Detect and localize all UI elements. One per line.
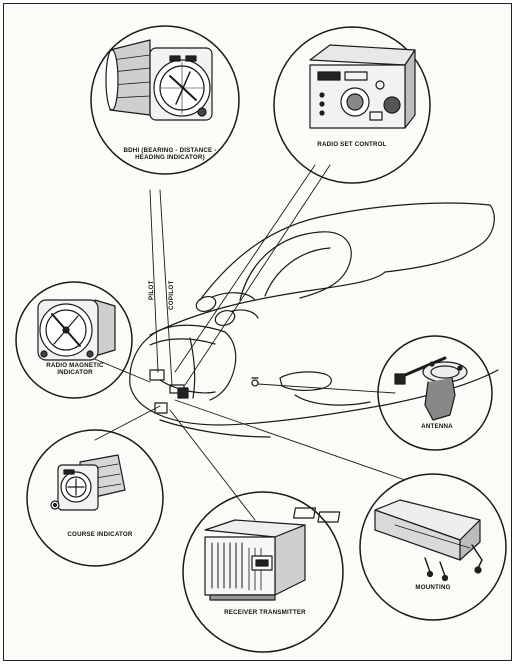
mounting-drawing bbox=[293, 499, 483, 582]
callout-receiver-transmitter bbox=[182, 491, 344, 653]
rmi-instrument-drawing bbox=[37, 299, 116, 361]
exhaust-pipes bbox=[195, 292, 259, 327]
cockpit-installed-units bbox=[149, 369, 259, 414]
callout-bdhi bbox=[90, 25, 240, 175]
leader-lines bbox=[84, 164, 406, 521]
receiver-transmitter-label: RECEIVER TRANSMITTER bbox=[224, 609, 306, 616]
copilot-label: COPILOT bbox=[168, 280, 175, 310]
receiver-transmitter-drawing bbox=[204, 519, 306, 601]
bdhi-label: BDHI (BEARING - DISTANCE - HEADING INDIC… bbox=[123, 147, 217, 161]
mounting-label: MOUNTING bbox=[415, 584, 451, 591]
course-indicator-drawing bbox=[50, 454, 126, 511]
radio-set-control-label: RADIO SET CONTROL bbox=[317, 141, 387, 148]
course-indicator-label: COURSE INDICATOR bbox=[67, 531, 133, 538]
bdhi-instrument-drawing bbox=[105, 39, 213, 121]
antenna-drawing bbox=[394, 356, 468, 421]
pilot-label: PILOT bbox=[148, 280, 155, 300]
callout-course-indicator bbox=[26, 429, 164, 567]
callout-radio-set-control bbox=[273, 26, 431, 184]
radio-set-control-drawing bbox=[309, 44, 416, 129]
antenna-label: ANTENNA bbox=[421, 423, 453, 430]
rmi-label: RADIO MAGNETIC INDICATOR bbox=[46, 362, 104, 376]
callout-circles bbox=[15, 25, 507, 653]
callout-mounting bbox=[359, 473, 507, 621]
callout-antenna bbox=[377, 335, 493, 451]
callout-rmi bbox=[15, 281, 133, 399]
